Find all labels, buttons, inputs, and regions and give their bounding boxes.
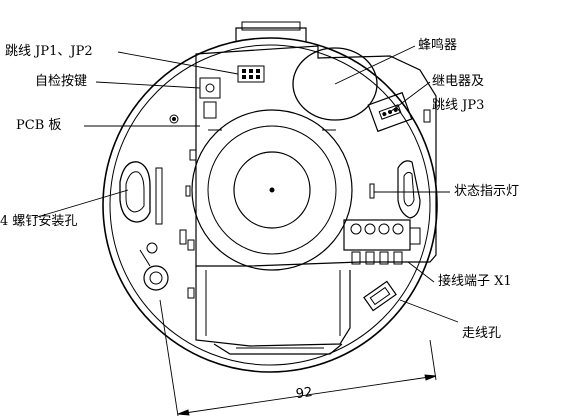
- label-jumper-jp1-jp2: 跳线 JP1、JP2: [5, 44, 93, 59]
- label-status-led: 状态指示灯: [454, 184, 520, 199]
- label-diameter-dimension: 92: [294, 384, 314, 403]
- sensor-outer-ring: [191, 109, 353, 271]
- cable-hole: [363, 280, 397, 312]
- label-screw-holes: 4 螺钉安装孔: [0, 214, 78, 229]
- inner-housing-ring: [109, 44, 431, 366]
- label-pcb-board: PCB 板: [16, 118, 62, 133]
- bottom-tab: [213, 343, 343, 355]
- label-cable-hole: 走线孔: [462, 326, 502, 341]
- label-terminal-x1: 接线端子 X1: [438, 274, 512, 289]
- terminal-legs: [351, 251, 403, 265]
- label-relay-line1: 继电器及: [432, 74, 485, 89]
- label-self-test-button: 自检按键: [35, 74, 88, 89]
- status-led-slot: [397, 160, 421, 219]
- pcb-board-outline: [195, 45, 437, 267]
- relay-block: [367, 91, 413, 133]
- jumper-pins: [242, 69, 260, 79]
- screw-slot-left: [119, 161, 151, 223]
- screw-post-bottom-left: [143, 265, 169, 291]
- dimension-lines: [159, 299, 437, 417]
- bottom-chamber: [195, 266, 351, 347]
- label-buzzer: 蜂鸣器: [418, 38, 458, 53]
- self-test-button-body: [199, 77, 221, 99]
- sensor-inner-ring: [233, 151, 311, 229]
- top-tab: [235, 27, 307, 42]
- terminal-screws: [350, 223, 404, 235]
- leader-lines: [33, 45, 459, 323]
- buzzer-body: [292, 47, 378, 121]
- sensor-mid-ring: [207, 125, 337, 255]
- jumper-jp1-jp2-block: [237, 65, 265, 83]
- outer-housing-ring: [102, 37, 438, 373]
- test-screw: [169, 114, 179, 124]
- label-relay-line2: 跳线 JP3: [432, 98, 485, 113]
